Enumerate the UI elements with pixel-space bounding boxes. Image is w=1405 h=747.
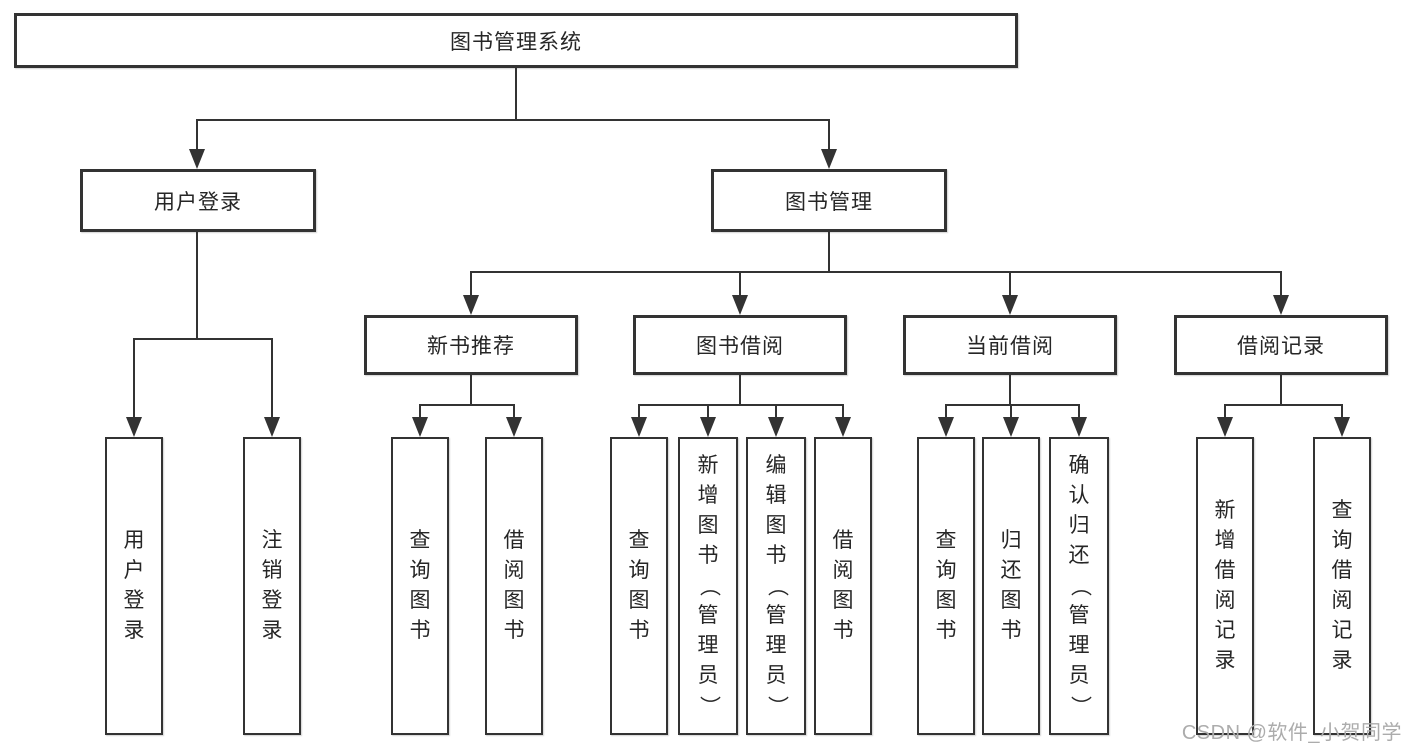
leaf-current-confirm-return-admin: 确认归还（管理员）: [1049, 437, 1109, 735]
connector-line: [470, 375, 472, 406]
node-borrow-records: 借阅记录: [1174, 315, 1388, 375]
node-book-borrow: 图书借阅: [633, 315, 847, 375]
arrow-down-icon: [835, 417, 851, 437]
connector-line: [1280, 273, 1282, 299]
connector-line: [1224, 404, 1343, 406]
leaf-user-login: 用户登录: [105, 437, 163, 735]
connector-line: [515, 68, 517, 121]
arrow-down-icon: [412, 417, 428, 437]
leaf-borrow-add-book-admin: 新增图书（管理员）: [678, 437, 738, 735]
arrow-down-icon: [1334, 417, 1350, 437]
arrow-down-icon: [1217, 417, 1233, 437]
connector-line: [470, 273, 472, 299]
connector-line: [1341, 406, 1343, 421]
arrow-down-icon: [768, 417, 784, 437]
arrow-down-icon: [938, 417, 954, 437]
arrow-down-icon: [1071, 417, 1087, 437]
connector-line: [1280, 375, 1282, 406]
leaf-logout-login: 注销登录: [243, 437, 301, 735]
connector-line: [945, 406, 947, 421]
node-book-management: 图书管理: [711, 169, 947, 232]
leaf-borrow-search-book: 查询图书: [610, 437, 668, 735]
leaf-borrow-borrow-book: 借阅图书: [814, 437, 872, 735]
leaf-records-search-record: 查询借阅记录: [1313, 437, 1371, 735]
connector-line: [1224, 406, 1226, 421]
connector-line: [196, 232, 198, 340]
node-new-book-recommend: 新书推荐: [364, 315, 578, 375]
connector-line: [638, 404, 844, 406]
connector-line: [707, 406, 709, 421]
arrow-down-icon: [1002, 295, 1018, 315]
arrow-down-icon: [1003, 417, 1019, 437]
connector-line: [271, 340, 273, 420]
connector-line: [133, 338, 273, 340]
arrow-down-icon: [732, 295, 748, 315]
connector-line: [775, 406, 777, 421]
node-root-title: 图书管理系统: [14, 13, 1018, 68]
connector-line: [842, 406, 844, 421]
node-user-login: 用户登录: [80, 169, 316, 232]
connector-line: [419, 404, 515, 406]
node-current-borrow: 当前借阅: [903, 315, 1117, 375]
arrow-down-icon: [821, 149, 837, 169]
connector-line: [419, 406, 421, 421]
connector-line: [1009, 375, 1011, 406]
connector-line: [739, 273, 741, 299]
arrow-down-icon: [506, 417, 522, 437]
leaf-newbook-search-book: 查询图书: [391, 437, 449, 735]
arrow-down-icon: [1273, 295, 1289, 315]
arrow-down-icon: [700, 417, 716, 437]
connector-line: [739, 375, 741, 406]
connector-line: [470, 271, 1282, 273]
connector-line: [828, 232, 830, 273]
leaf-current-search-book: 查询图书: [917, 437, 975, 735]
connector-line: [1010, 406, 1012, 421]
arrow-down-icon: [631, 417, 647, 437]
leaf-records-add-record: 新增借阅记录: [1196, 437, 1254, 735]
connector-line: [1009, 273, 1011, 299]
leaf-current-return-book: 归还图书: [982, 437, 1040, 735]
connector-line: [945, 404, 1080, 406]
connector-line: [196, 121, 198, 153]
arrow-down-icon: [264, 417, 280, 437]
connector-line: [638, 406, 640, 421]
connector-line: [196, 119, 830, 121]
leaf-borrow-edit-book-admin: 编辑图书（管理员）: [746, 437, 806, 735]
connector-line: [133, 340, 135, 420]
leaf-newbook-borrow-book: 借阅图书: [485, 437, 543, 735]
arrow-down-icon: [463, 295, 479, 315]
connector-line: [828, 121, 830, 153]
connector-line: [1078, 406, 1080, 421]
arrow-down-icon: [126, 417, 142, 437]
csdn-watermark: CSDN @软件_小贺同学: [1181, 722, 1402, 744]
arrow-down-icon: [189, 149, 205, 169]
connector-line: [513, 406, 515, 421]
